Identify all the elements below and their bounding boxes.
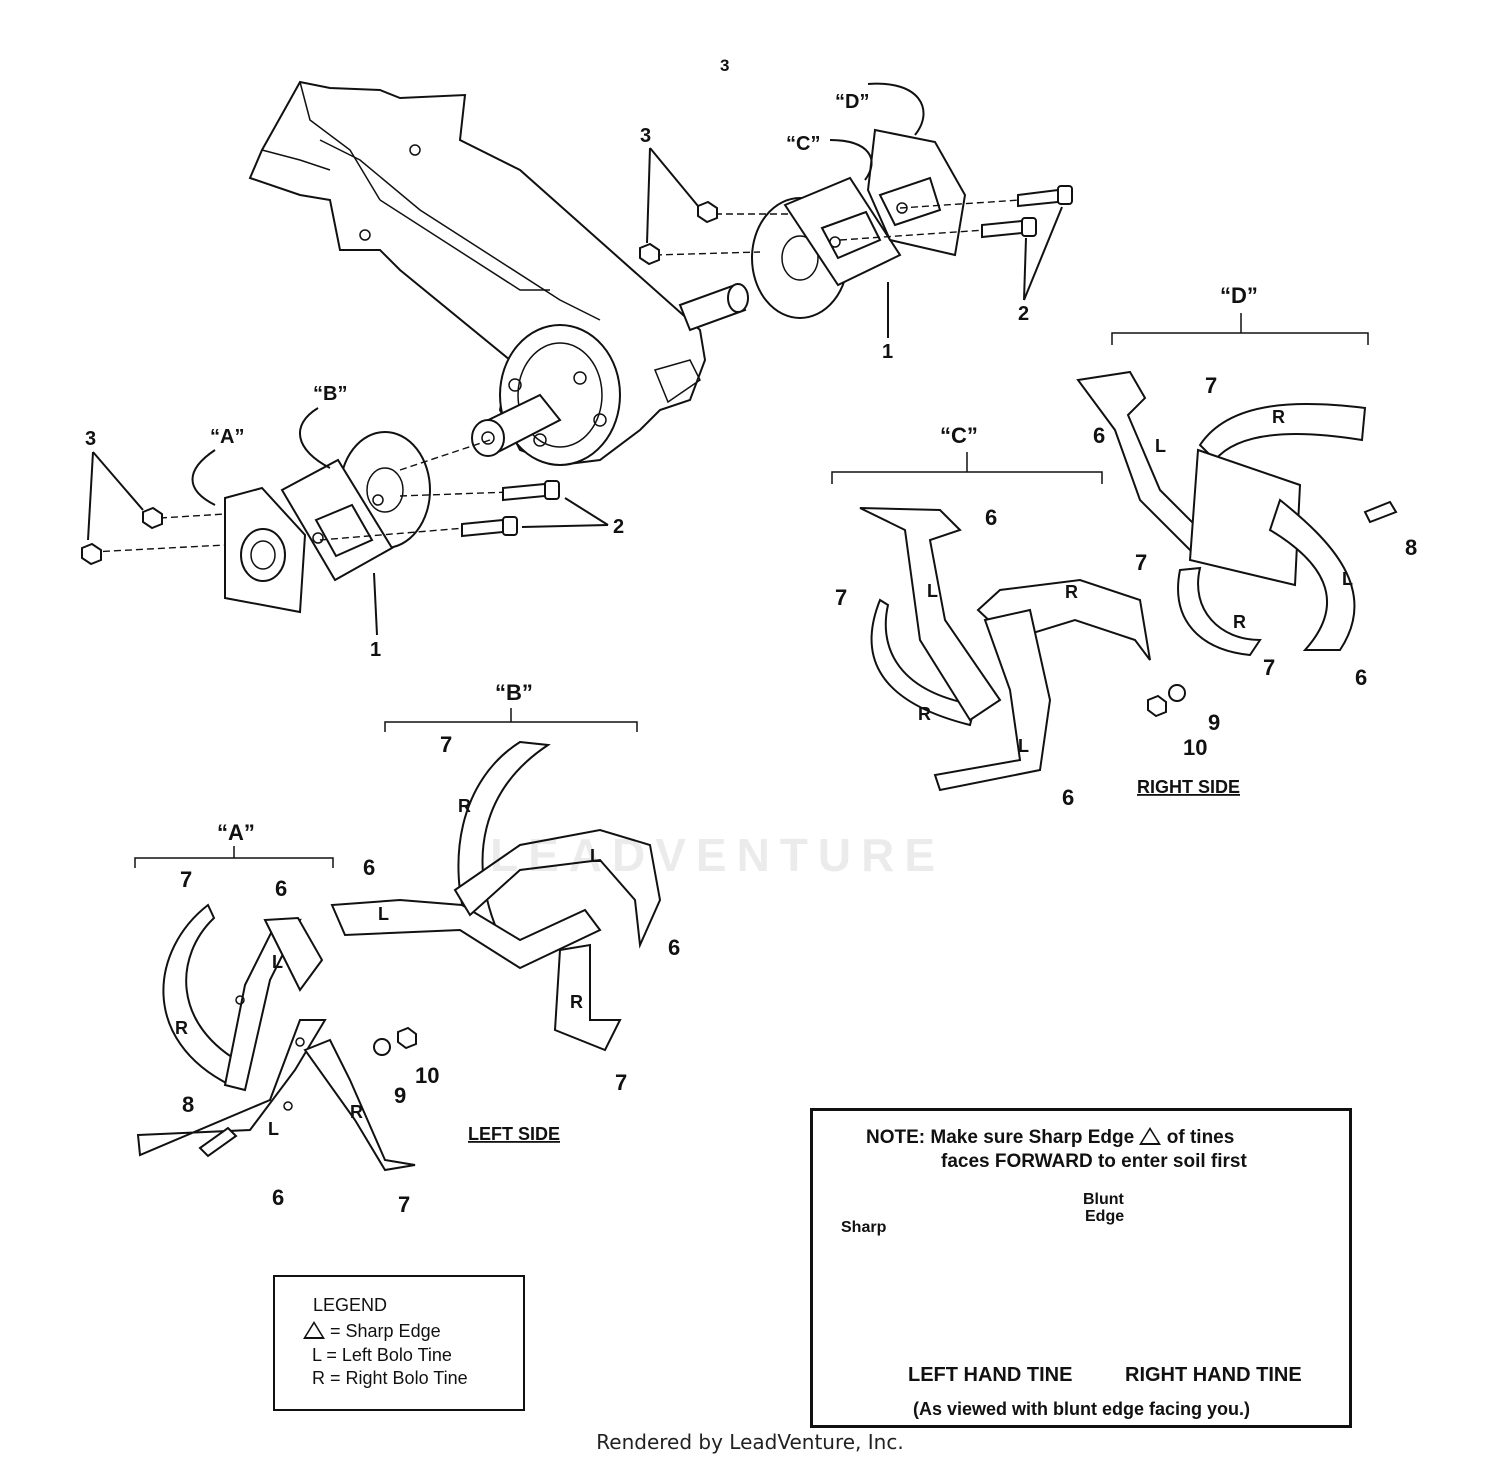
svg-text:R: R	[570, 992, 583, 1012]
svg-text:6: 6	[275, 876, 287, 901]
transmission-housing	[248, 80, 707, 467]
svg-text:7: 7	[1205, 373, 1217, 398]
tine-set-b: R L L R 7 6 6 7 LEFT SIDE	[330, 732, 680, 1144]
svg-text:10: 10	[415, 1063, 439, 1088]
sharp-edge-triangle-icon	[303, 1321, 325, 1339]
svg-text:L: L	[590, 846, 601, 866]
svg-text:R: R	[1272, 407, 1285, 427]
hub-callouts: 3 2 1 3 2 1 “A” “B” “C” “D”	[85, 82, 1063, 661]
hub-label-c: “C”	[786, 133, 820, 155]
svg-text:L: L	[378, 904, 389, 924]
blunt-label: Blunt	[1083, 1191, 1124, 1208]
hub-label-a: “A”	[210, 426, 244, 448]
svg-text:1: 1	[370, 639, 381, 661]
note-line-1: NOTE: Make sure Sharp Edge of tines	[866, 1127, 1235, 1148]
svg-text:“C”: “C”	[940, 423, 978, 448]
sharp-label: Sharp	[841, 1219, 887, 1236]
svg-text:L: L	[1155, 436, 1166, 456]
edge-label: Edge	[1085, 1208, 1125, 1225]
lock-nut-group	[81, 200, 718, 566]
svg-text:7: 7	[398, 1192, 410, 1217]
right-side-label: RIGHT SIDE	[1137, 777, 1240, 797]
svg-text:7: 7	[615, 1070, 627, 1095]
sharp-edge-triangle-icon	[1139, 1127, 1162, 1145]
svg-text:7: 7	[835, 585, 847, 610]
svg-text:R: R	[918, 704, 931, 724]
right-hub-assembly	[654, 128, 1021, 319]
left-hand-tine-label: LEFT HAND TINE	[908, 1364, 1073, 1386]
svg-text:8: 8	[1405, 535, 1417, 560]
svg-text:L: L	[272, 952, 283, 972]
svg-text:9: 9	[1208, 710, 1220, 735]
right-axle-shaft	[678, 283, 749, 332]
svg-text:L: L	[1342, 569, 1353, 589]
left-axle-shaft	[471, 393, 562, 457]
svg-text:6: 6	[668, 935, 680, 960]
svg-text:3: 3	[85, 428, 96, 450]
svg-text:R: R	[175, 1018, 188, 1038]
svg-text:6: 6	[1355, 665, 1367, 690]
legend-title: LEGEND	[313, 1295, 388, 1315]
tine-set-a: L R L R 7 6 8 6 7 9 10	[136, 867, 439, 1217]
svg-text:7: 7	[1263, 655, 1275, 680]
svg-text:7: 7	[440, 732, 452, 757]
page-number: 3	[720, 56, 729, 75]
legend-row-right-tine: R = Right Bolo Tine	[312, 1368, 468, 1388]
svg-text:6: 6	[1093, 423, 1105, 448]
left-side-label: LEFT SIDE	[468, 1124, 560, 1144]
tine-set-c: L R R L 6 7 7 6	[835, 505, 1151, 810]
note-caption: (As viewed with blunt edge facing you.)	[913, 1399, 1251, 1419]
right-hand-tine-label: RIGHT HAND TINE	[1125, 1364, 1302, 1386]
svg-text:7: 7	[180, 867, 192, 892]
svg-text:10: 10	[1183, 735, 1207, 760]
note-box: NOTE: Make sure Sharp Edge of tines face…	[810, 1108, 1352, 1428]
group-brackets: “A” “B” “C” “D”	[134, 283, 1369, 868]
bolt-group	[461, 185, 1073, 538]
svg-text:9: 9	[394, 1083, 406, 1108]
svg-text:“B”: “B”	[495, 680, 533, 705]
svg-text:R: R	[458, 796, 471, 816]
svg-text:2: 2	[1018, 303, 1029, 325]
svg-text:L: L	[1018, 736, 1029, 756]
svg-text:6: 6	[272, 1185, 284, 1210]
svg-text:3: 3	[640, 125, 651, 147]
legend-row-sharp-edge: = Sharp Edge	[303, 1321, 441, 1342]
svg-text:6: 6	[1062, 785, 1074, 810]
hub-label-b: “B”	[313, 383, 347, 405]
legend-row-left-tine: L = Left Bolo Tine	[312, 1345, 452, 1365]
svg-text:6: 6	[363, 855, 375, 880]
svg-text:2: 2	[613, 516, 624, 538]
legend-box: LEGEND = Sharp Edge L = Left Bolo Tine R…	[273, 1275, 525, 1411]
svg-text:1: 1	[882, 341, 893, 363]
note-line-2: faces FORWARD to enter soil first	[941, 1151, 1247, 1172]
hub-label-d: “D”	[835, 91, 869, 113]
svg-text:R: R	[1065, 582, 1078, 602]
svg-text:L: L	[268, 1119, 279, 1139]
watermark: LEADVENTURE	[490, 829, 946, 881]
left-hub-assembly	[91, 431, 511, 614]
svg-text:L: L	[927, 581, 938, 601]
tine-set-d: L R L R 7 6 8 6 7 9 10 RIGHT SIDE	[1076, 370, 1417, 797]
svg-text:6: 6	[985, 505, 997, 530]
svg-text:“D”: “D”	[1220, 283, 1258, 308]
svg-text:7: 7	[1135, 550, 1147, 575]
svg-text:R: R	[350, 1102, 363, 1122]
svg-text:R: R	[1233, 612, 1246, 632]
footer-credit: Rendered by LeadVenture, Inc.	[596, 1430, 904, 1454]
svg-text:8: 8	[182, 1092, 194, 1117]
svg-text:“A”: “A”	[217, 820, 255, 845]
